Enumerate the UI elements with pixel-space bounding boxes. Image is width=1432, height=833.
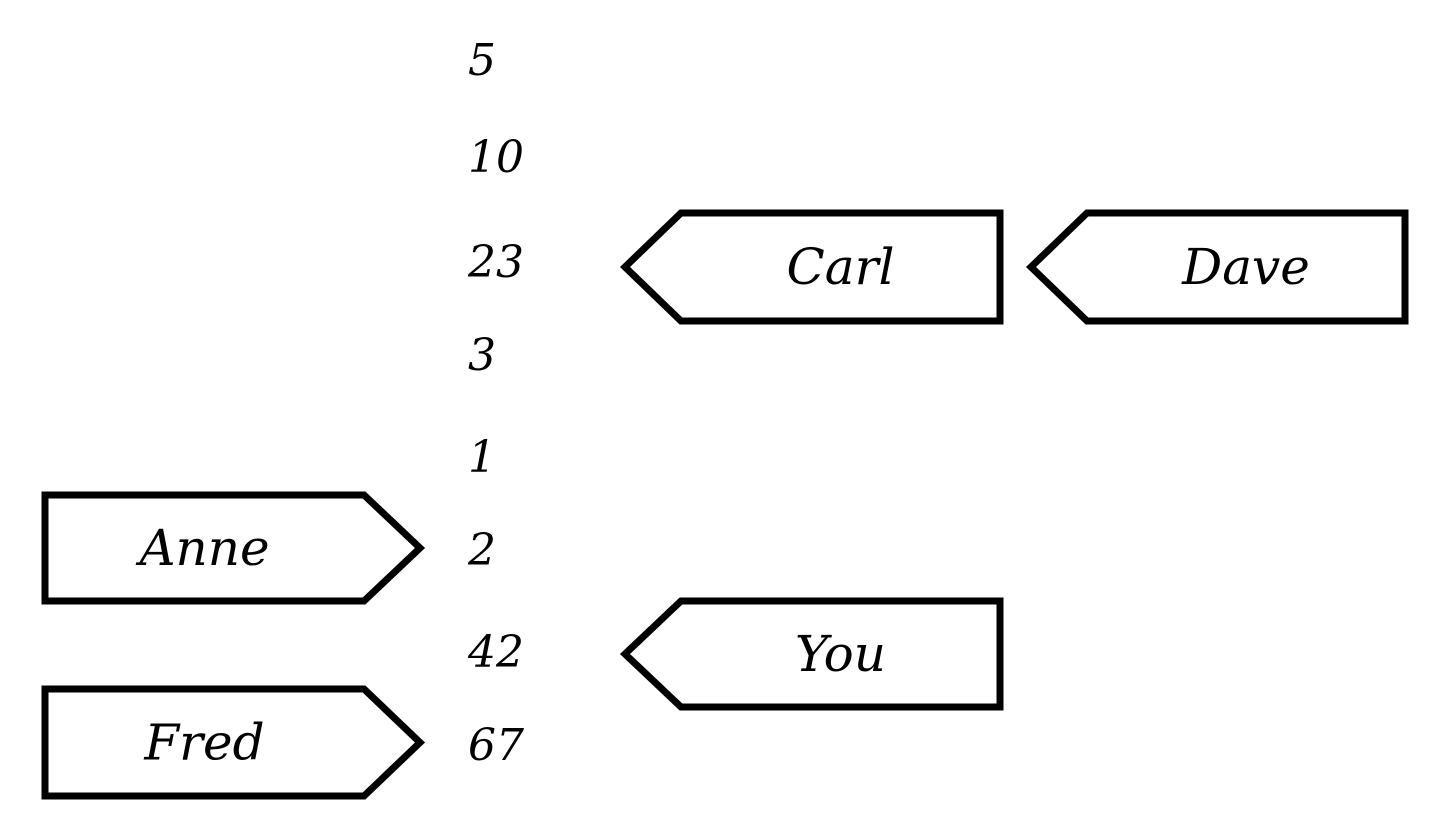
arrow-tag-shape: [1025, 209, 1409, 325]
memory-cell-value: 1: [468, 432, 496, 483]
arrow-tag-shape: [41, 685, 426, 800]
memory-cell-value: 3: [468, 330, 496, 381]
memory-cell-value: 67: [468, 720, 524, 771]
tag-label: Dave: [1181, 238, 1310, 296]
memory-cell-value: 42: [467, 627, 524, 678]
name-tag-dave: Dave: [1025, 209, 1409, 325]
memory-cell-value: 2: [467, 525, 496, 576]
memory-cell-value: 10: [468, 132, 524, 183]
memory-cell-value: 23: [467, 237, 524, 288]
arrow-tag-shape: [41, 491, 426, 605]
memory-cell-value: 5: [468, 35, 496, 86]
arrow-tag-shape: [619, 597, 1004, 711]
tag-label: Anne: [135, 519, 269, 577]
name-tag-you: You: [619, 597, 1004, 711]
tag-label: Carl: [787, 238, 895, 296]
arrow-tag-shape: [619, 209, 1004, 325]
name-tag-carl: Carl: [619, 209, 1004, 325]
name-tag-anne: Anne: [41, 491, 426, 605]
tag-label: Fred: [143, 714, 264, 772]
tag-label: You: [795, 625, 886, 683]
name-tag-fred: Fred: [41, 685, 426, 800]
